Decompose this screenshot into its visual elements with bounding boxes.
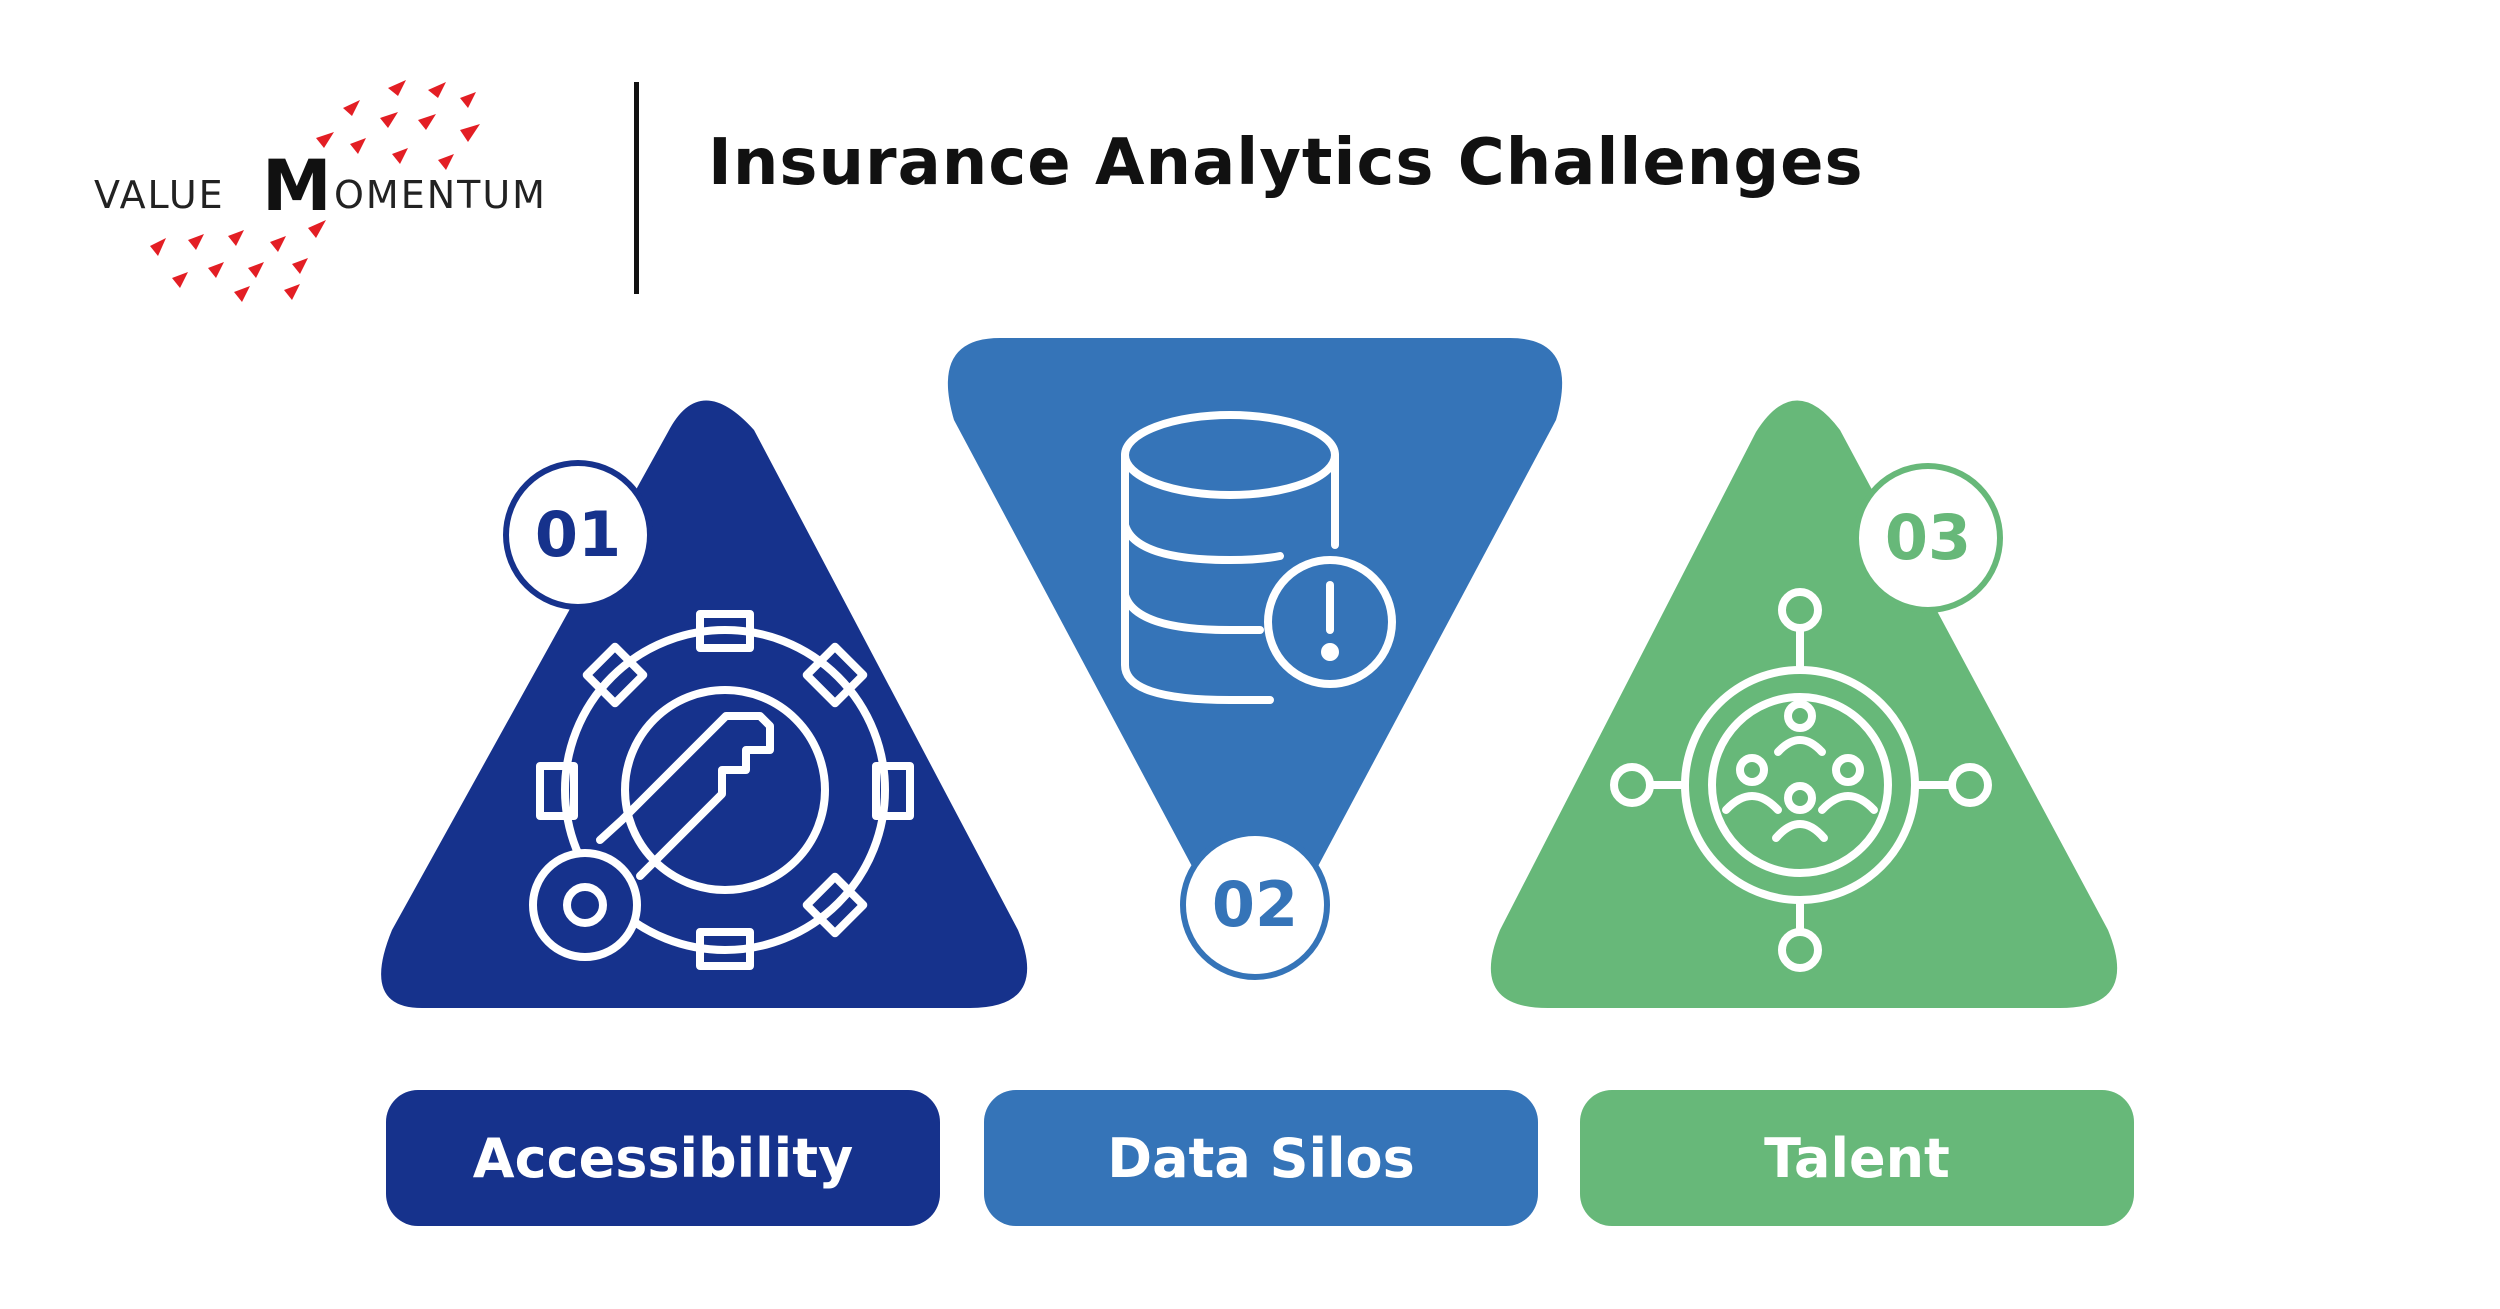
- logo-arrow-scatter-icon: [150, 80, 480, 302]
- challenge-3-label: Talent: [1580, 1090, 2134, 1226]
- challenge-1-number: 01: [535, 498, 621, 571]
- gear-wrench-icon: [529, 610, 914, 970]
- valuemomentum-logo: VALUE M OMENTUM: [94, 80, 547, 302]
- people-network-icon: [1610, 588, 1992, 972]
- challenge-1-triangle: [381, 400, 1028, 1008]
- challenge-3-number: 03: [1885, 501, 1971, 574]
- header-divider: [634, 82, 639, 294]
- challenge-1-badge: [503, 460, 653, 610]
- challenge-2-number: 02: [1212, 868, 1298, 941]
- logo-text-mid: M: [262, 145, 332, 227]
- database-alert-icon: [1121, 411, 1396, 704]
- challenge-3-badge: [1853, 463, 2003, 613]
- challenge-2-triangle: [947, 338, 1563, 940]
- challenge-1-label: Accessibility: [386, 1090, 940, 1226]
- logo-text-prefix: VALUE: [94, 173, 225, 217]
- page-title: Insurance Analytics Challenges: [708, 126, 1864, 200]
- logo-text-suffix: OMENTUM: [334, 173, 547, 217]
- challenge-2-badge: [1180, 830, 1330, 980]
- challenge-2-label: Data Silos: [984, 1090, 1538, 1226]
